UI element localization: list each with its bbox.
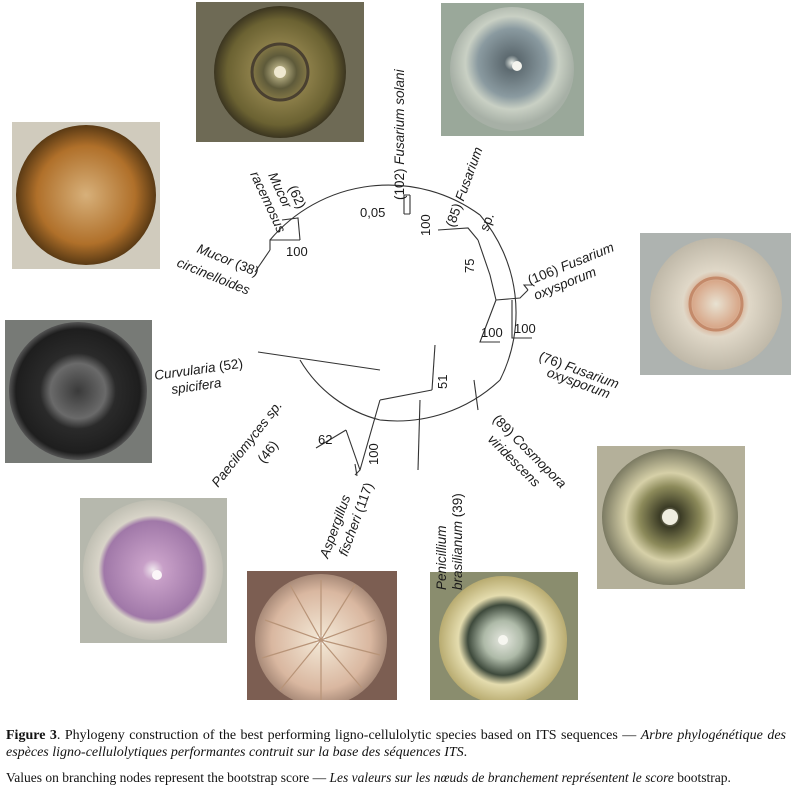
taxon-label-fusarium-sp: (85) Fusarium bbox=[443, 145, 486, 229]
taxon-label-fusarium-solani: (102) Fusarium solani bbox=[392, 68, 407, 200]
bootstrap-value: 100 bbox=[418, 214, 433, 236]
plate-photo-mucor-racemosus bbox=[196, 2, 364, 142]
figure-caption: Figure 3. Phylogeny construction of the … bbox=[6, 727, 786, 761]
taxon-label-penicillium-brasilianum: Penicillium bbox=[434, 525, 449, 590]
plate-photo-curvularia-spicifera bbox=[5, 320, 152, 463]
bootstrap-value: 0,05 bbox=[360, 205, 385, 220]
bootstrap-value: 100 bbox=[366, 443, 381, 465]
taxon-label-curvularia-spicifera-epithet: spicifera bbox=[170, 375, 222, 397]
bootstrap-value: 100 bbox=[481, 325, 503, 340]
bootstrap-value: 75 bbox=[462, 259, 477, 273]
plate-photo-aspergillus-fischeri bbox=[247, 571, 397, 700]
caption-text-en: . Phylogeny construction of the best per… bbox=[56, 728, 641, 743]
taxon-label-fusarium-sp-suffix: sp. bbox=[477, 211, 497, 233]
note-text-en: Values on branching nodes represent the … bbox=[6, 770, 330, 785]
bootstrap-value: 100 bbox=[286, 244, 308, 259]
plate-photo-fusarium-solani bbox=[441, 3, 584, 136]
figure-label: Figure 3 bbox=[6, 728, 57, 743]
taxon-label-paecilomyces-sp-number: (46) bbox=[255, 438, 282, 466]
plate-photo-cosmopora-viridescens bbox=[597, 446, 745, 589]
plate-photo-fusarium-oxysporum bbox=[640, 233, 791, 375]
bootstrap-value: 62 bbox=[318, 432, 332, 447]
plate-photo-penicillium-brasilianum bbox=[430, 572, 578, 700]
caption-text-fr: Arbre phylogénétique des espèces ligno-c… bbox=[6, 728, 786, 760]
caption-end: . bbox=[463, 745, 468, 760]
taxon-label-penicillium-brasilianum-epithet: brasilianum (39) bbox=[450, 493, 465, 590]
phylogenetic-tree-figure: 0,05 100 75 100 100 51 100 62 100 (102) … bbox=[5, 2, 791, 700]
bootstrap-value: 100 bbox=[514, 321, 536, 336]
note-text-fr: Les valeurs sur les nœuds de branchement… bbox=[329, 770, 674, 785]
plate-photo-mucor-circinelloides bbox=[12, 122, 160, 269]
figure-note: Values on branching nodes represent the … bbox=[6, 770, 786, 786]
note-text-end: bootstrap. bbox=[673, 770, 731, 785]
bootstrap-value: 51 bbox=[435, 375, 450, 389]
plate-photo-paecilomyces-sp bbox=[80, 498, 227, 643]
tree-branches bbox=[254, 184, 532, 477]
